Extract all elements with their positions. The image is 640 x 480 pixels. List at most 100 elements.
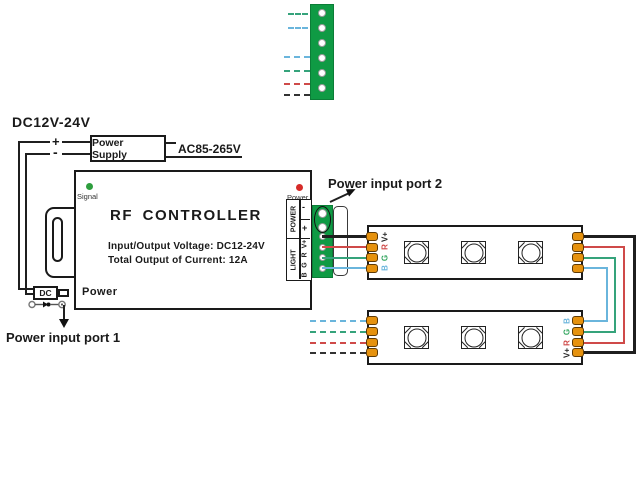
link-wire-vplus-v <box>633 235 636 354</box>
wire-minus-left <box>25 153 50 155</box>
strip2-pad-left-3 <box>366 338 378 347</box>
ac-wire-bottom <box>166 156 242 158</box>
terminal-pin-vplus: V+ <box>301 239 309 249</box>
port1-label: Power input port 1 <box>6 330 121 345</box>
signal-led <box>86 183 93 190</box>
wire-plus-left <box>18 141 50 143</box>
mount-slot <box>52 217 63 262</box>
strip2-pad-right-3 <box>572 338 584 347</box>
terminal-group-power-label: POWER <box>290 205 298 233</box>
link-wire-g-h2 <box>584 330 616 333</box>
top-connector-stub-green <box>284 70 310 72</box>
dc-plug-box: DC <box>33 286 58 300</box>
port2-highlight-ellipse <box>314 206 331 233</box>
terminal-pin-minus: - <box>302 202 305 212</box>
strip2-pad-left-2 <box>366 327 378 336</box>
top-connector-stub-blue <box>284 56 310 58</box>
led-chip <box>464 328 483 347</box>
led-chip <box>521 328 540 347</box>
top-connector-stub-red <box>284 83 310 85</box>
strip1-led-2 <box>460 241 487 264</box>
wire-minus-right <box>62 153 90 155</box>
controller-box <box>74 170 312 310</box>
wire-plus-down <box>18 141 20 290</box>
terminal-label-box: POWER - + LIGHT V+ R G B <box>286 199 312 281</box>
terminal-flap <box>333 206 348 276</box>
strip2-input-wire-vplus-dashed <box>310 351 366 354</box>
strip2-label-g: G <box>562 328 572 335</box>
strip2-pad-right-1 <box>572 316 584 325</box>
strip1-led-3 <box>517 241 544 264</box>
wire-plus-right <box>62 141 90 143</box>
terminal-pin-r: R <box>301 252 309 258</box>
strip2-input-wire-g-dashed <box>310 330 366 333</box>
led-chip <box>521 243 540 262</box>
terminal-screw-power-minus <box>318 208 327 218</box>
power-led <box>296 184 303 191</box>
link-wire-g-v <box>614 256 616 333</box>
controller-spec-line-1: Input/Output Voltage: DC12-24V <box>108 241 265 252</box>
controller-spec-line-2: Total Output of Current: 12A <box>108 255 248 266</box>
strip1-pad-left-r <box>366 242 378 252</box>
port1-arrow-line <box>63 305 65 320</box>
top-connector-screw <box>318 54 326 62</box>
power-supply-box: Power Supply <box>90 135 166 162</box>
wire-r-to-strip1 <box>322 246 367 248</box>
top-connector-stub-black <box>284 94 310 96</box>
terminal-divider-vertical <box>299 200 301 279</box>
terminal-pin-g: G <box>301 262 309 268</box>
terminal-divider-pins <box>299 218 310 220</box>
strip1-label-b: B <box>380 265 390 271</box>
wire-vplus-to-strip1 <box>322 235 367 238</box>
strip2-pad-right-4 <box>572 348 584 357</box>
power-led-label: Power <box>287 193 309 202</box>
link-wire-g-h1 <box>584 256 616 259</box>
strip1-label-g: G <box>380 254 390 261</box>
strip1-led-1 <box>403 241 430 264</box>
link-wire-b-h1 <box>584 267 608 269</box>
strip1-pad-left-b <box>366 263 378 273</box>
top-connector-screw <box>318 24 326 32</box>
led-chip <box>407 243 426 262</box>
link-wire-vplus-h1 <box>584 235 636 238</box>
port1-arrow-head <box>59 319 69 328</box>
dc-jack-label: Power <box>82 286 118 298</box>
strip1-label-vplus: V+ <box>380 231 390 242</box>
plus-mark: + <box>52 134 60 149</box>
strip2-led-2 <box>460 326 487 349</box>
strip1-pad-right-r <box>572 242 584 252</box>
top-connector-wire-green-dashed <box>288 13 308 15</box>
controller-title: RF CONTROLLER <box>110 207 262 224</box>
strip1-pad-left-g <box>366 253 378 262</box>
wire-b-to-strip1 <box>322 267 367 269</box>
strip1-pad-right-g <box>572 253 584 262</box>
wire-minus-down <box>25 153 27 295</box>
link-wire-vplus-h2 <box>584 351 636 354</box>
top-connector-screw <box>318 84 326 92</box>
dc-polarity-icon <box>28 300 66 309</box>
link-wire-b-v <box>606 267 608 322</box>
top-connector-screw <box>318 9 326 17</box>
wire-g-to-strip1 <box>322 256 367 259</box>
top-connector-screw <box>318 39 326 47</box>
terminal-divider-groups <box>287 237 310 239</box>
dc-voltage-label: DC12V-24V <box>12 114 91 130</box>
dc-plug-tip <box>58 289 69 297</box>
top-connector-screw <box>318 69 326 77</box>
strip1-pad-left-vplus <box>366 232 378 241</box>
led-chip <box>407 328 426 347</box>
link-wire-r-v <box>623 246 625 344</box>
strip2-input-wire-b-dashed <box>310 319 366 322</box>
wire-to-dc-plug-1 <box>18 288 33 290</box>
strip2-input-wire-r-dashed <box>310 341 366 344</box>
minus-mark: - <box>53 144 58 160</box>
strip2-label-vplus: V+ <box>562 347 572 358</box>
link-wire-r-h1 <box>584 246 625 248</box>
terminal-pin-plus: + <box>302 223 308 233</box>
terminal-pin-b: B <box>301 272 309 278</box>
wire-to-dc-plug-2 <box>25 293 33 295</box>
top-connector-wire-blue-dashed <box>288 27 308 29</box>
strip2-pad-left-4 <box>366 348 378 357</box>
strip1-pad-right-b <box>572 263 584 273</box>
port2-label: Power input port 2 <box>328 176 443 191</box>
